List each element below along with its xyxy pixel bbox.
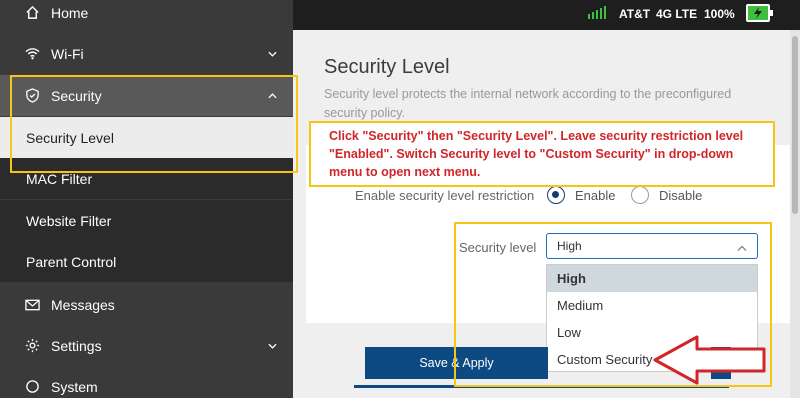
sidebar-item-website-filter[interactable]: Website Filter: [0, 200, 293, 241]
chevron-down-icon: [267, 341, 277, 351]
gear-icon: [24, 338, 40, 354]
save-apply-button[interactable]: Save & Apply: [365, 347, 548, 379]
sidebar-item-label: Security Level: [26, 129, 114, 146]
enable-radio[interactable]: [547, 186, 565, 204]
option-medium[interactable]: Medium: [557, 298, 604, 313]
sidebar-item-label: Messages: [51, 296, 115, 313]
disable-radio[interactable]: [631, 186, 649, 204]
chevron-down-icon: [267, 49, 277, 59]
sidebar-item-messages[interactable]: Messages: [0, 284, 293, 325]
scrollbar[interactable]: [790, 30, 800, 408]
sidebar-item-security-level[interactable]: Security Level: [0, 117, 293, 158]
page-title: Security Level: [324, 56, 450, 78]
sidebar-item-label: MAC Filter: [26, 170, 93, 187]
sidebar-item-settings[interactable]: Settings: [0, 325, 293, 366]
battery-percent: 100%: [704, 7, 735, 21]
sidebar-item-parent-control[interactable]: Parent Control: [0, 241, 293, 282]
sidebar-item-mac-filter[interactable]: MAC Filter: [0, 158, 293, 199]
option-low[interactable]: Low: [557, 325, 581, 340]
chevron-up-icon: [267, 91, 277, 101]
enable-label: Enable: [575, 188, 616, 203]
sidebar-item-home[interactable]: Home: [0, 0, 293, 33]
carrier-name: AT&T: [619, 7, 651, 21]
sidebar-item-label: System: [51, 378, 98, 395]
sidebar: Home Wi-Fi Security Security Level MAC F…: [0, 0, 293, 408]
shield-icon: [24, 88, 40, 104]
pointer-arrow-icon: [653, 335, 766, 385]
bottom-strip: [0, 398, 800, 408]
security-level-label: Security level: [459, 240, 537, 255]
sidebar-item-label: Home: [51, 4, 89, 21]
sidebar-item-label: Wi-Fi: [51, 45, 84, 62]
scrollbar-thumb[interactable]: [792, 36, 798, 214]
sidebar-item-label: Security: [51, 87, 102, 104]
network-type: 4G LTE: [656, 7, 698, 21]
restriction-label: Enable security level restriction: [355, 188, 535, 203]
sidebar-item-wifi[interactable]: Wi-Fi: [0, 33, 293, 74]
option-high[interactable]: High: [547, 265, 757, 292]
security-level-select[interactable]: High: [546, 233, 758, 259]
sidebar-item-label: Parent Control: [26, 253, 117, 270]
battery-icon: [746, 4, 773, 22]
signal-strength-icon: [588, 6, 606, 19]
option-custom-security[interactable]: Custom Security: [557, 352, 653, 367]
instruction-annotation: Click "Security" then "Security Level". …: [309, 121, 775, 187]
disable-label: Disable: [659, 188, 703, 203]
sidebar-item-system[interactable]: System: [0, 366, 293, 407]
sidebar-item-label: Website Filter: [26, 212, 112, 229]
wifi-icon: [24, 46, 40, 62]
system-icon: [24, 379, 40, 395]
sidebar-item-label: Settings: [51, 337, 102, 354]
chevron-up-icon: [737, 241, 747, 251]
status-bar: [293, 0, 800, 30]
mail-icon: [24, 297, 40, 313]
sidebar-item-security[interactable]: Security: [0, 75, 293, 116]
page-description: Security level protects the internal net…: [324, 87, 732, 120]
select-value: High: [557, 239, 582, 253]
highlight-box-dropdown: [454, 222, 772, 387]
home-icon: [24, 5, 40, 21]
highlight-box-security-menu: [10, 75, 298, 173]
